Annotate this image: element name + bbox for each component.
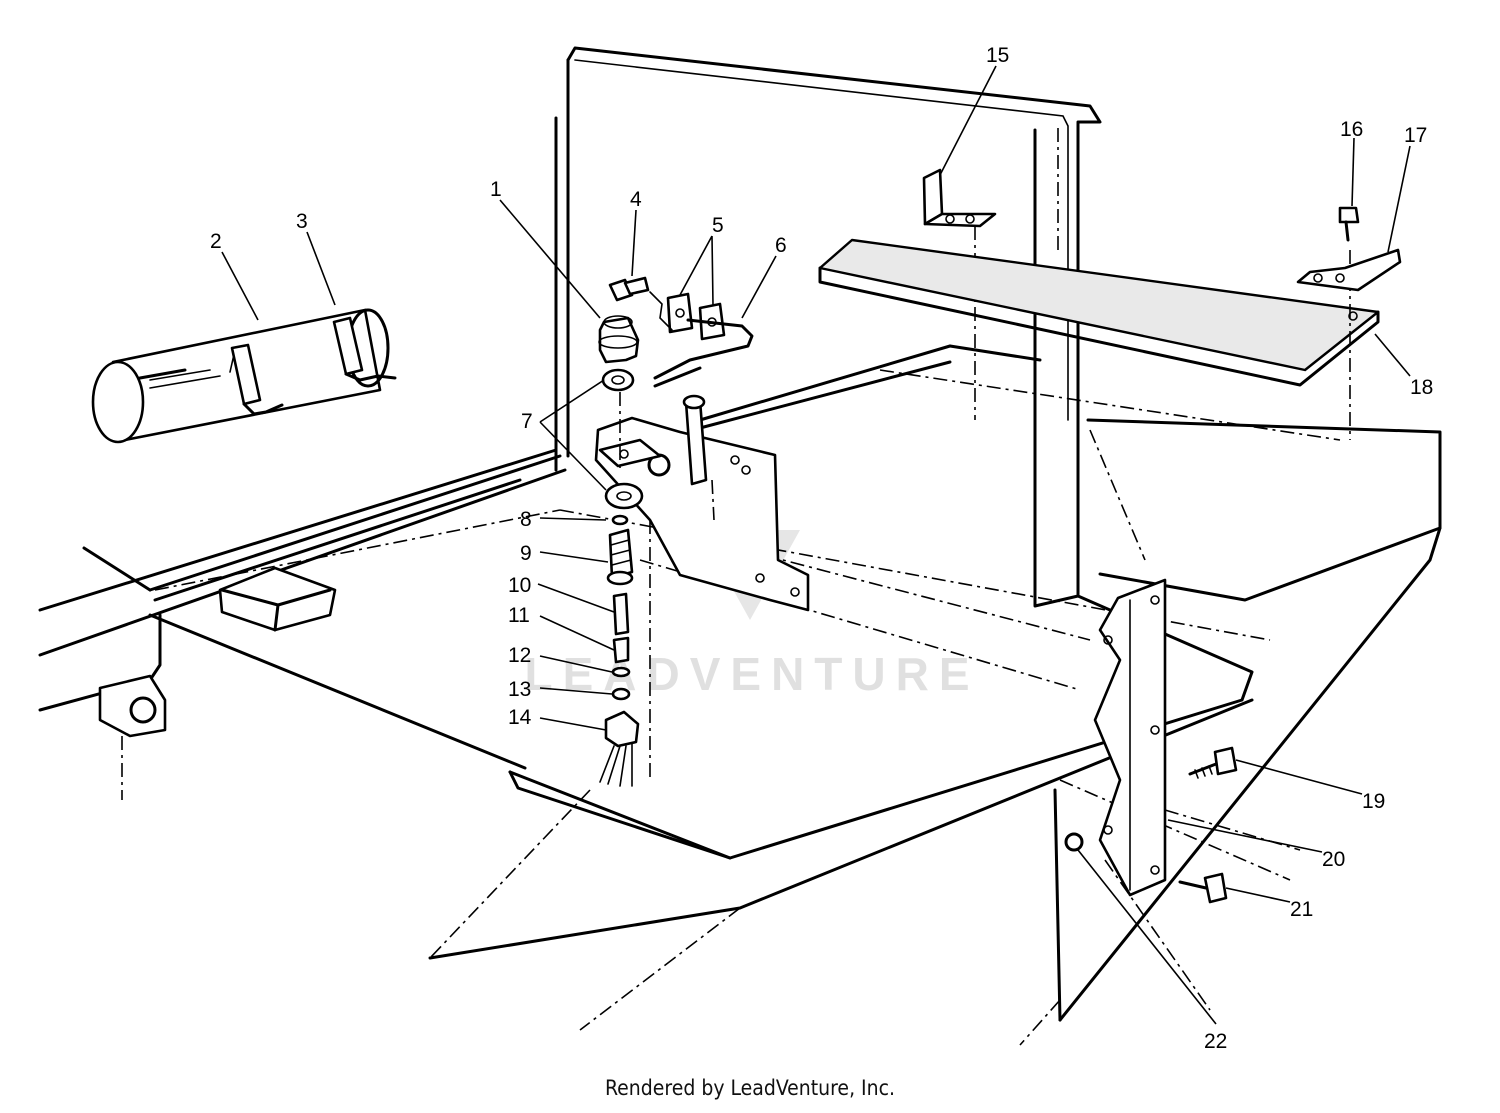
callout-3: 3	[296, 210, 308, 233]
switch-part-14	[604, 710, 640, 748]
callouts: 1 2 3 4 5 6 7 8 9 10 11 12 13 14 15 16 1…	[210, 44, 1433, 1053]
callout-17: 17	[1404, 124, 1427, 147]
cylinder-part-2	[91, 308, 397, 444]
callout-6: 6	[775, 234, 787, 257]
bumper-part-1	[598, 315, 640, 364]
callout-16: 16	[1340, 118, 1363, 141]
callout-5: 5	[712, 214, 724, 237]
callout-12: 12	[508, 644, 531, 667]
callout-20: 20	[1322, 848, 1345, 871]
screw-part-19	[1188, 746, 1238, 779]
callout-10: 10	[508, 574, 531, 597]
nut-part-7	[601, 368, 644, 510]
washer-part-8	[611, 514, 629, 526]
callout-19: 19	[1362, 790, 1385, 813]
callout-14: 14	[508, 706, 532, 729]
callout-21: 21	[1290, 898, 1313, 921]
spring-part-9	[608, 528, 634, 580]
switch-stack	[599, 514, 640, 787]
callout-4: 4	[630, 188, 642, 211]
spring-part-11	[612, 636, 630, 664]
callout-1: 1	[490, 178, 502, 201]
bolt-part-4	[608, 276, 650, 302]
side-bracket	[1064, 578, 1167, 897]
pin-part-10	[612, 592, 630, 636]
footer-credit: Rendered by LeadVenture, Inc.	[605, 1076, 895, 1100]
frame	[38, 46, 1442, 1046]
callout-22: 22	[1204, 1030, 1227, 1053]
callout-18: 18	[1410, 376, 1433, 399]
lever-part-6	[653, 318, 754, 521]
callout-11: 11	[508, 604, 530, 627]
panel-part-18	[818, 238, 1380, 387]
bolt-part-21	[1178, 872, 1228, 904]
lock-nut-22	[1064, 832, 1084, 852]
washer-part-13	[611, 687, 631, 701]
callout-15: 15	[986, 44, 1009, 67]
callout-9: 9	[520, 542, 532, 565]
callout-13: 13	[508, 678, 531, 701]
washer-part-12	[611, 666, 631, 678]
mounting-plate	[594, 416, 810, 612]
callout-8: 8	[520, 508, 532, 531]
clip-part-17	[1296, 248, 1402, 292]
callout-7: 7	[521, 410, 533, 433]
callout-2: 2	[210, 230, 222, 253]
watermark-text: LEADVENTURE	[524, 648, 979, 700]
